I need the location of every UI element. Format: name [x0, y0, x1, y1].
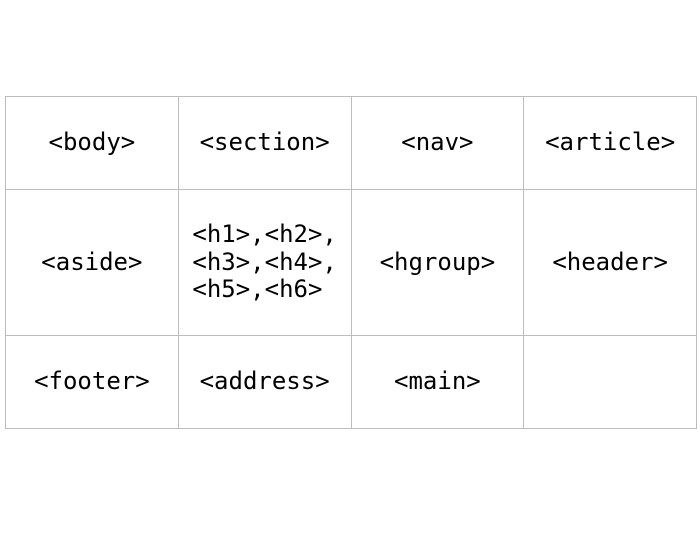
- table-cell-nav-tag: <nav>: [350, 96, 525, 190]
- tag-label: <address>: [199, 367, 330, 396]
- tag-label: <section>: [199, 128, 330, 157]
- tag-label: <nav>: [401, 128, 474, 157]
- table-cell-header-tag: <header>: [523, 189, 697, 336]
- table-cell-main-tag: <main>: [350, 335, 525, 429]
- table-cell-section-tag: <section>: [177, 96, 352, 190]
- tag-label: <main>: [394, 367, 481, 396]
- table-row: <aside> <h1>,<h2>, <h3>,<h4>, <h5>,<h6> …: [5, 189, 697, 336]
- tag-label: <hgroup>: [379, 247, 496, 276]
- tag-label: <article>: [545, 128, 676, 157]
- table-row: <body> <section> <nav> <article>: [5, 96, 697, 190]
- table-cell-aside-tag: <aside>: [5, 189, 179, 336]
- html-tags-table-body: <body> <section> <nav> <article> <aside>…: [5, 96, 697, 429]
- table-cell-empty: [523, 335, 697, 429]
- table-cell-footer-tag: <footer>: [5, 335, 179, 429]
- table-cell-address-tag: <address>: [177, 335, 352, 429]
- table-cell-article-tag: <article>: [523, 96, 697, 190]
- tag-label: <aside>: [41, 247, 143, 276]
- html-tags-table: <body> <section> <nav> <article> <aside>…: [5, 96, 697, 429]
- table-row: <footer> <address> <main>: [5, 335, 697, 429]
- tag-label: <footer>: [34, 367, 150, 396]
- table-cell-body-tag: <body>: [5, 96, 179, 190]
- tag-label: <body>: [48, 128, 136, 157]
- table-cell-heading-tags: <h1>,<h2>, <h3>,<h4>, <h5>,<h6>: [177, 189, 352, 336]
- tag-label: <h1>,<h2>, <h3>,<h4>, <h5>,<h6>: [192, 219, 337, 304]
- tag-label: <header>: [552, 247, 668, 276]
- table-cell-hgroup-tag: <hgroup>: [350, 189, 525, 336]
